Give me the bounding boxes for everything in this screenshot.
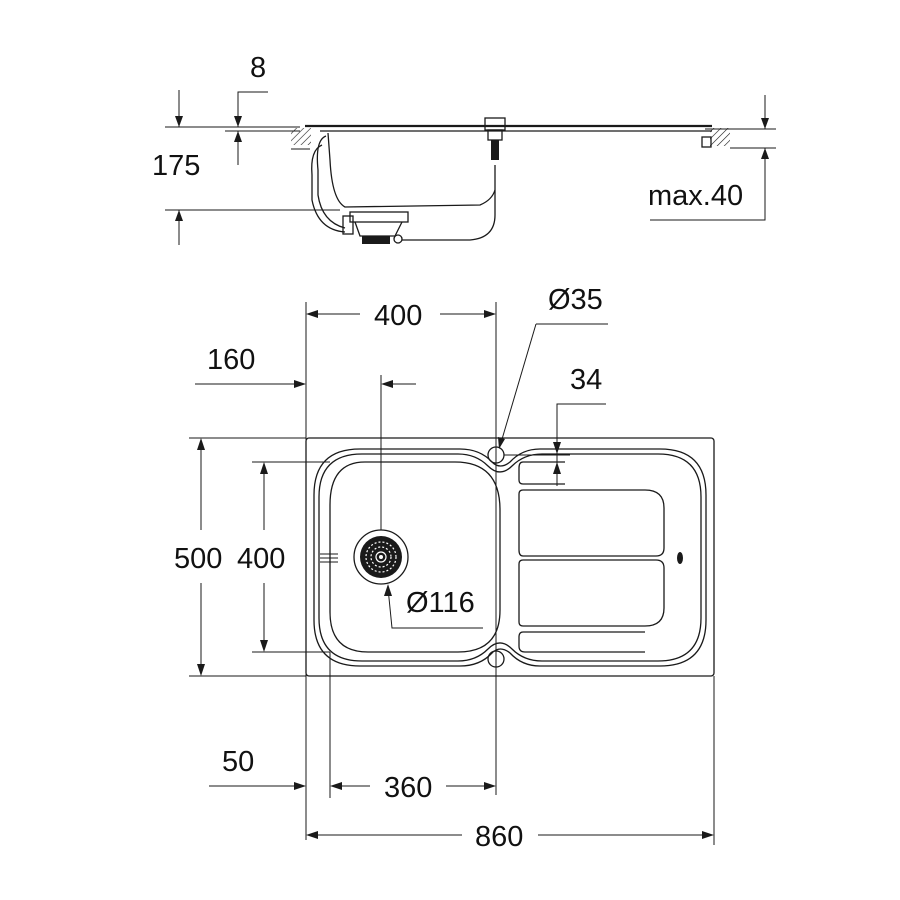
bowl-depth-label: 175: [152, 150, 200, 182]
bowl-outer-width-label: 400: [374, 300, 422, 332]
tap-hole-diameter-label: Ø35: [548, 284, 603, 316]
overall-depth-label: 500: [174, 543, 222, 575]
rim-thickness-label: 8: [250, 52, 266, 84]
waste-strainer-icon: [353, 529, 409, 585]
overall-width-label: 860: [475, 821, 523, 853]
worktop-thickness-label: max.40: [648, 180, 743, 212]
waste-diameter-label: Ø116: [406, 587, 475, 619]
bowl-inner-width-label: 360: [384, 772, 432, 804]
bowl-depth-top-label: 400: [237, 543, 285, 575]
drain-offset-label: 160: [207, 344, 255, 376]
bowl-left-margin-label: 50: [222, 746, 254, 778]
side-view: 175 8: [152, 52, 776, 245]
drainer-rib-offset-label: 34: [570, 364, 602, 396]
top-view: 400 Ø35 160 34 500 400: [174, 284, 715, 853]
